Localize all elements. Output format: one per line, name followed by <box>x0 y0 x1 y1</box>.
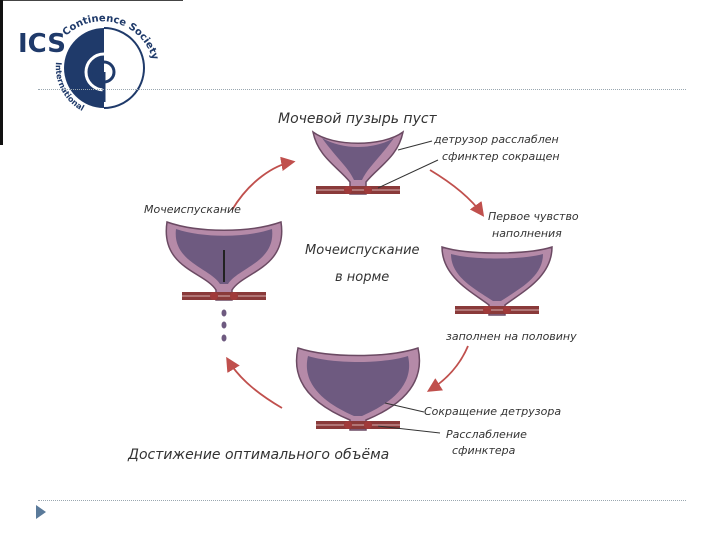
top-dotted-rule <box>38 89 686 90</box>
bladder-half <box>441 246 553 316</box>
label-sphincter-contracted: сфинктер сокращен <box>442 150 560 163</box>
label-first-sensation-line1: Первое чувство <box>488 210 579 223</box>
label-first-sensation-line2: наполнения <box>492 227 562 240</box>
top-border-rule <box>3 0 183 1</box>
label-sphincter-relaxation-line2: сфинктера <box>452 444 516 457</box>
label-detrusor-contraction: Сокращение детрузора <box>424 405 562 418</box>
label-center-line1: Мочеиспускание <box>305 243 420 258</box>
pointer-sphincter-contracted <box>377 159 439 189</box>
pointer-detrusor-relaxed <box>397 140 433 151</box>
label-urination: Мочеиспускание <box>144 203 241 216</box>
bottom-dotted-rule <box>38 500 686 501</box>
cycle-arrow-bottom-left <box>226 356 283 409</box>
pointer-detrusor-contraction <box>384 402 425 413</box>
left-border-rule <box>0 0 3 145</box>
pointer-sphincter-relaxation <box>377 425 441 434</box>
ics-logo: ICS Continence Society International <box>14 6 164 116</box>
label-detrusor-relaxed: детрузор расслаблен <box>434 133 559 146</box>
label-sphincter-relaxation-line1: Расслабление <box>446 428 527 441</box>
bladder-empty <box>312 131 404 195</box>
bullet-arrow-icon <box>36 505 46 519</box>
cycle-arrow-bottom-right <box>426 345 469 392</box>
logo-abbr: ICS <box>18 29 66 59</box>
urine-drop <box>221 309 227 317</box>
logo-disc-outline <box>103 27 145 109</box>
bladder-voiding <box>165 220 283 342</box>
bladder-full <box>295 347 421 431</box>
urine-drop <box>221 321 227 329</box>
cycle-arrow-top-right <box>429 169 485 217</box>
cycle-arrow-top-left <box>231 156 296 211</box>
label-center-line2: в норме <box>335 270 390 285</box>
label-bladder-empty: Мочевой пузырь пуст <box>278 111 437 127</box>
label-optimal-volume: Достижение оптимального объёма <box>128 447 390 463</box>
urine-drop <box>221 334 227 342</box>
label-half-filled: заполнен на половину <box>446 330 577 343</box>
